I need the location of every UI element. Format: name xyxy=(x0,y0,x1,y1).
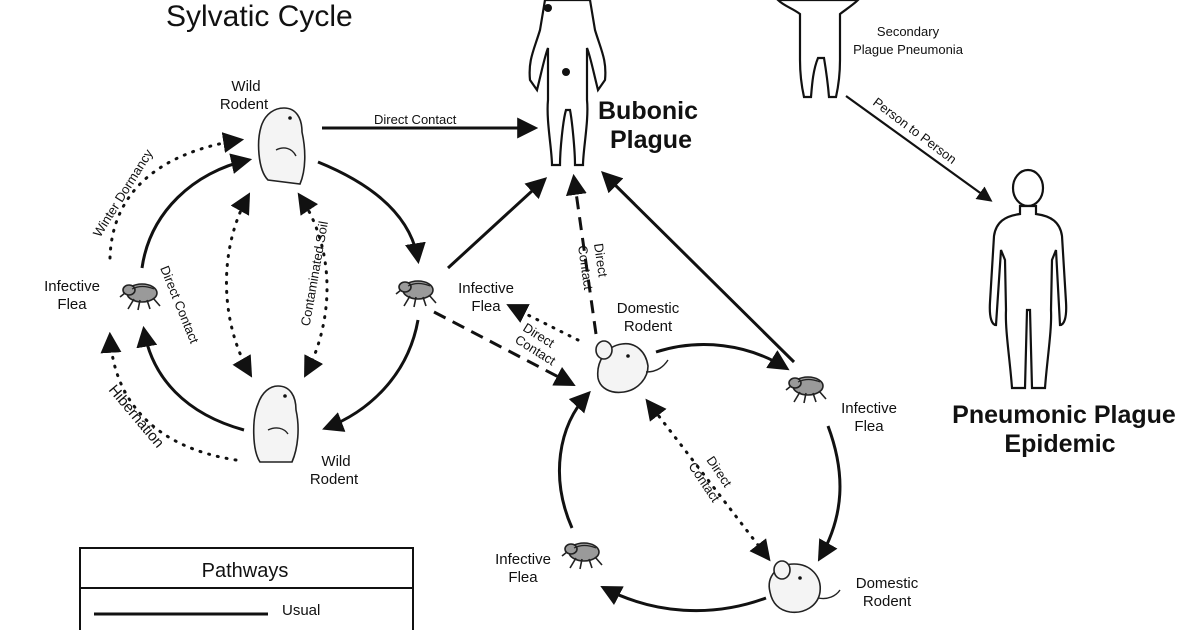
infective-flea-bottom-label-1: Infective xyxy=(495,551,551,568)
domestic-rodent-top-illustration xyxy=(595,340,669,394)
infective-flea-left-label-1: Infective xyxy=(44,278,100,295)
wild-rodent-top-label-1: Wild xyxy=(231,78,260,95)
bubonic-plague-line1: Bubonic xyxy=(598,97,698,125)
direct-contact-vertical-label-1: Direct xyxy=(591,242,611,278)
flea-left-illustration xyxy=(119,283,161,311)
legend-usual-label: Usual xyxy=(282,602,320,619)
bubo-marker-upper xyxy=(544,4,552,12)
domestic-rodent-top-label-1: Domestic xyxy=(617,300,680,317)
pathways-legend: Pathways Usual xyxy=(79,547,414,630)
diagram-title: Sylvatic Cycle xyxy=(166,0,353,33)
flea-right-illustration xyxy=(785,376,827,404)
human-figure-pneumonic xyxy=(988,168,1068,390)
domestic-rodent-bottom-label-1: Domestic xyxy=(856,575,919,592)
arrow-flea-to-human xyxy=(446,177,548,270)
arrow-inner-left xyxy=(225,192,253,378)
arrow-domestic-rodent-to-human xyxy=(565,173,598,335)
arrow-wild-rodent-to-flea-left xyxy=(136,325,245,432)
arrow-domestic-direct-contact xyxy=(645,398,771,562)
direct-contact-top-label: Direct Contact xyxy=(374,112,457,127)
arrow-domestic-to-flea-dotted xyxy=(506,304,580,342)
pneumonic-plague-line2: Epidemic xyxy=(1004,430,1115,458)
arrow-winter-dormancy xyxy=(108,132,245,260)
domestic-rodent-top-label-2: Rodent xyxy=(624,318,673,335)
bubo-marker-lower xyxy=(562,68,570,76)
direct-contact-vertical-label-2: Contact xyxy=(575,244,596,291)
legend-title: Pathways xyxy=(202,560,289,582)
bubonic-plague-line2: Plague xyxy=(610,126,692,154)
winter-dormancy-label: Winter Dormancy xyxy=(90,146,156,240)
flea-mid-illustration xyxy=(395,280,437,308)
infective-flea-right-label-2: Flea xyxy=(854,418,884,435)
arrow-domestic-rodent-to-flea-right xyxy=(655,343,790,371)
arrow-flea-to-domestic-rodent xyxy=(433,310,576,386)
arrow-domestic-rodent-to-flea-bottom xyxy=(600,586,767,613)
human-figure-secondary xyxy=(776,0,860,99)
wild-rodent-top-illustration xyxy=(257,107,306,185)
domestic-rodent-bottom-illustration xyxy=(768,560,841,614)
arrow-person-to-person xyxy=(845,95,993,202)
domestic-rodent-bottom-label-2: Rodent xyxy=(863,593,912,610)
infective-flea-bottom-label-2: Flea xyxy=(508,569,538,586)
person-to-person-label: Person to Person xyxy=(870,94,959,166)
secondary-plague-line1: Secondary xyxy=(877,24,940,39)
wild-rodent-top-label-2: Rodent xyxy=(220,96,269,113)
wild-rodent-bottom-label-1: Wild xyxy=(321,453,350,470)
wild-rodent-bottom-illustration xyxy=(252,385,299,463)
secondary-plague-line2: Plague Pneumonia xyxy=(853,42,964,57)
flea-bottom-illustration xyxy=(561,542,603,570)
arrow-flea-right-to-domestic-rodent xyxy=(817,425,842,562)
infective-flea-right-label-1: Infective xyxy=(841,400,897,417)
hibernation-label: Hibernation xyxy=(105,382,167,452)
arrow-wild-rodent-to-flea xyxy=(317,160,426,265)
arrow-flea-bottom-to-domestic-rodent xyxy=(557,390,591,529)
pneumonic-plague-line1: Pneumonic Plague xyxy=(952,401,1176,429)
arrow-flea-left-to-wild-rodent xyxy=(140,153,253,269)
arrow-flea-right-to-human xyxy=(601,171,796,364)
arrow-hibernation xyxy=(100,331,238,462)
infective-flea-mid-label-2: Flea xyxy=(471,298,501,315)
arrow-flea-to-wild-rodent xyxy=(322,319,420,432)
infective-flea-left-label-2: Flea xyxy=(57,296,87,313)
infective-flea-mid-label-1: Infective xyxy=(458,280,514,297)
wild-rodent-bottom-label-2: Rodent xyxy=(310,471,359,488)
human-figure-bubonic xyxy=(528,0,607,167)
direct-contact-left-label: Direct Contact xyxy=(157,264,202,346)
